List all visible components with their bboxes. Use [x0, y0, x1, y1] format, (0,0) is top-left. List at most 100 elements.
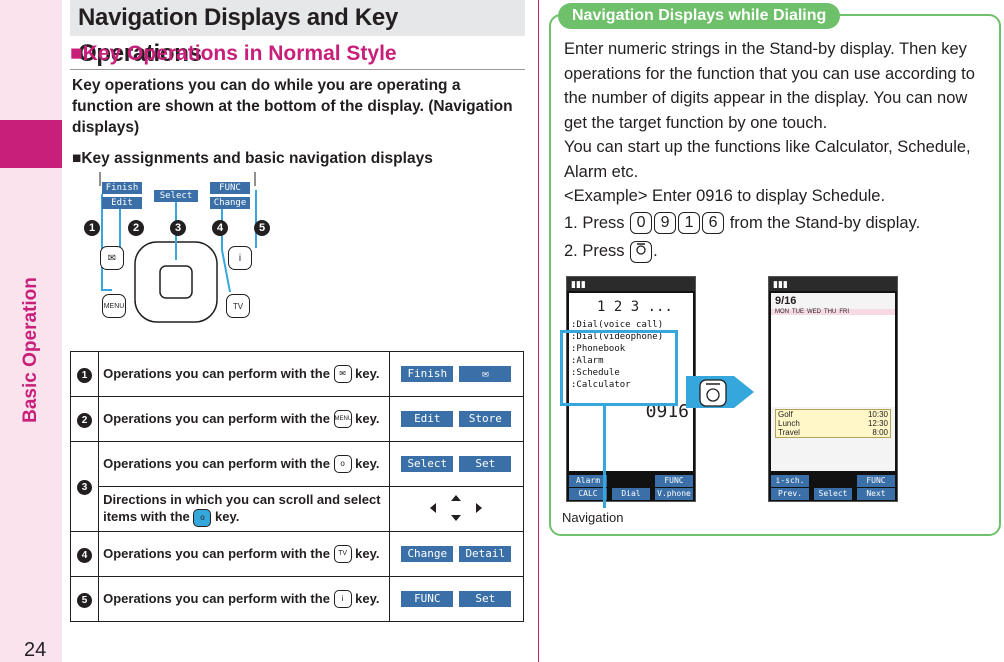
row-suffix: key.: [355, 545, 380, 561]
down-key-icon: [630, 240, 653, 263]
heading-rule: [70, 69, 525, 70]
table-row: 3 Operations you can perform with the o …: [69, 441, 525, 532]
softkey-label: CALC: [569, 488, 607, 500]
dialing-text: Enter numeric strings in the Stand-by di…: [564, 37, 994, 264]
screen-change-label: Change: [210, 197, 250, 209]
calendar-weekdays: MON TUE WED THU FRI: [771, 309, 895, 315]
softkey-label: Dial: [612, 488, 650, 500]
status-bar: ▮▮▮: [769, 277, 897, 291]
navigation-leader-line: [603, 406, 606, 508]
sidebar-tab-marker: [0, 120, 62, 168]
display-chip: Change: [401, 546, 454, 563]
softkey-label: V.phone: [655, 488, 693, 500]
row-number: 3: [77, 480, 93, 495]
row-number: 4: [77, 547, 93, 563]
calendar-grid: [771, 315, 895, 407]
row-description: Operations you can perform with the: [103, 365, 330, 381]
softkey-label: i-sch.: [771, 475, 809, 487]
row-suffix: key.: [355, 365, 380, 381]
row-suffix: key.: [355, 455, 380, 471]
display-chip: Store: [459, 411, 512, 428]
display-chip: Set: [459, 591, 512, 608]
i-appli-key-icon: i: [228, 246, 252, 270]
column-divider: [538, 0, 539, 662]
menu-key-icon: MENU: [333, 410, 352, 429]
row-suffix: key.: [215, 509, 240, 525]
display-chip: ✉: [459, 366, 512, 383]
row-suffix: key.: [355, 410, 380, 426]
mail-key-icon: ✉: [100, 246, 124, 270]
sub-heading: ■Key Operations in Normal Style: [70, 42, 397, 65]
row-description: Operations you can perform with the: [103, 455, 330, 471]
sidebar-strip: [0, 0, 62, 662]
menu-item: :Dial(videophone): [571, 332, 664, 342]
display-chip: Edit: [401, 411, 454, 428]
callout-4: 4: [212, 220, 228, 236]
example-line: <Example> Enter 0916 to display Schedule…: [564, 187, 886, 205]
step-2: 2. Press .: [564, 239, 994, 264]
digit-key-9: 9: [654, 212, 677, 235]
row-number: 5: [77, 592, 93, 608]
menu-item: :Phonebook: [571, 344, 626, 354]
digit-key-6: 6: [702, 212, 725, 235]
menu-key-icon: MENU: [102, 294, 126, 318]
digits-row: 1 2 3 ...: [597, 299, 673, 315]
display-chip: Set: [459, 456, 512, 473]
screen-func-label: FUNC: [210, 182, 250, 194]
section-title: Navigation Displays and Key Operations: [70, 0, 525, 67]
softkey-label: FUNC: [857, 475, 895, 487]
softkey-label: Next: [857, 488, 895, 500]
screen-finish-label: Finish: [102, 182, 142, 194]
softkey-label: Alarm: [569, 475, 607, 487]
mail-key-icon: ✉: [333, 365, 352, 384]
table-row: 1 Operations you can perform with the ✉ …: [69, 351, 525, 397]
transition-arrow-icon: [686, 376, 754, 408]
row-description: Operations you can perform with the: [103, 410, 330, 426]
row-number: 1: [77, 367, 93, 383]
intro-paragraph: Key operations you can do while you are …: [72, 77, 513, 136]
navigation-highlight: [560, 330, 678, 406]
display-chip: Detail: [459, 546, 512, 563]
callout-2: 2: [128, 220, 144, 236]
row-description: Directions in which you can scroll and s…: [103, 492, 381, 525]
i-appli-key-icon: i: [333, 590, 352, 609]
table-row: Directions in which you can scroll and s…: [71, 486, 525, 532]
entered-number: 0916: [645, 401, 689, 422]
menu-item: :Dial(voice call): [571, 320, 664, 330]
navigation-caption: Navigation: [562, 510, 624, 525]
assignments-heading: ■Key assignments and basic navigation di…: [72, 150, 433, 167]
softkey-label: FUNC: [655, 475, 693, 487]
camera-tv-key-icon: TV: [226, 294, 250, 318]
softkey-label: Select: [814, 488, 852, 500]
callout-5: 5: [254, 220, 270, 236]
row-number: 2: [77, 412, 93, 428]
row-description: Operations you can perform with the: [103, 590, 330, 606]
display-chip: FUNC: [401, 591, 454, 608]
screen-edit-label: Edit: [102, 197, 142, 209]
key-operations-table: 1 Operations you can perform with the ✉ …: [69, 351, 525, 622]
navigation-key-icon: o: [193, 508, 212, 527]
menu-item: :Alarm: [571, 356, 604, 366]
display-chip: Finish: [401, 366, 454, 383]
softkey-label: Prev.: [771, 488, 809, 500]
table-row: 4 Operations you can perform with the TV…: [69, 531, 525, 577]
dialing-paragraph: Enter numeric strings in the Stand-by di…: [564, 40, 975, 132]
table-row: 2 Operations you can perform with the ME…: [69, 396, 525, 442]
camera-tv-key-icon: TV: [333, 545, 352, 564]
dialing-box-title: Navigation Displays while Dialing: [558, 3, 841, 29]
row-suffix: key.: [355, 590, 380, 606]
phone-screen-standby: ▮▮▮ 1 2 3 ... :Dial(voice call) :Dial(vi…: [566, 276, 696, 502]
display-chip: Select: [401, 456, 454, 473]
dialing-paragraph: You can start up the functions like Calc…: [564, 138, 971, 181]
menu-item: :Schedule: [571, 368, 620, 378]
scroll-directions-icon: [430, 494, 483, 521]
status-bar: ▮▮▮: [567, 277, 695, 291]
row-description: Operations you can perform with the: [103, 545, 330, 561]
callout-1: 1: [84, 220, 100, 236]
